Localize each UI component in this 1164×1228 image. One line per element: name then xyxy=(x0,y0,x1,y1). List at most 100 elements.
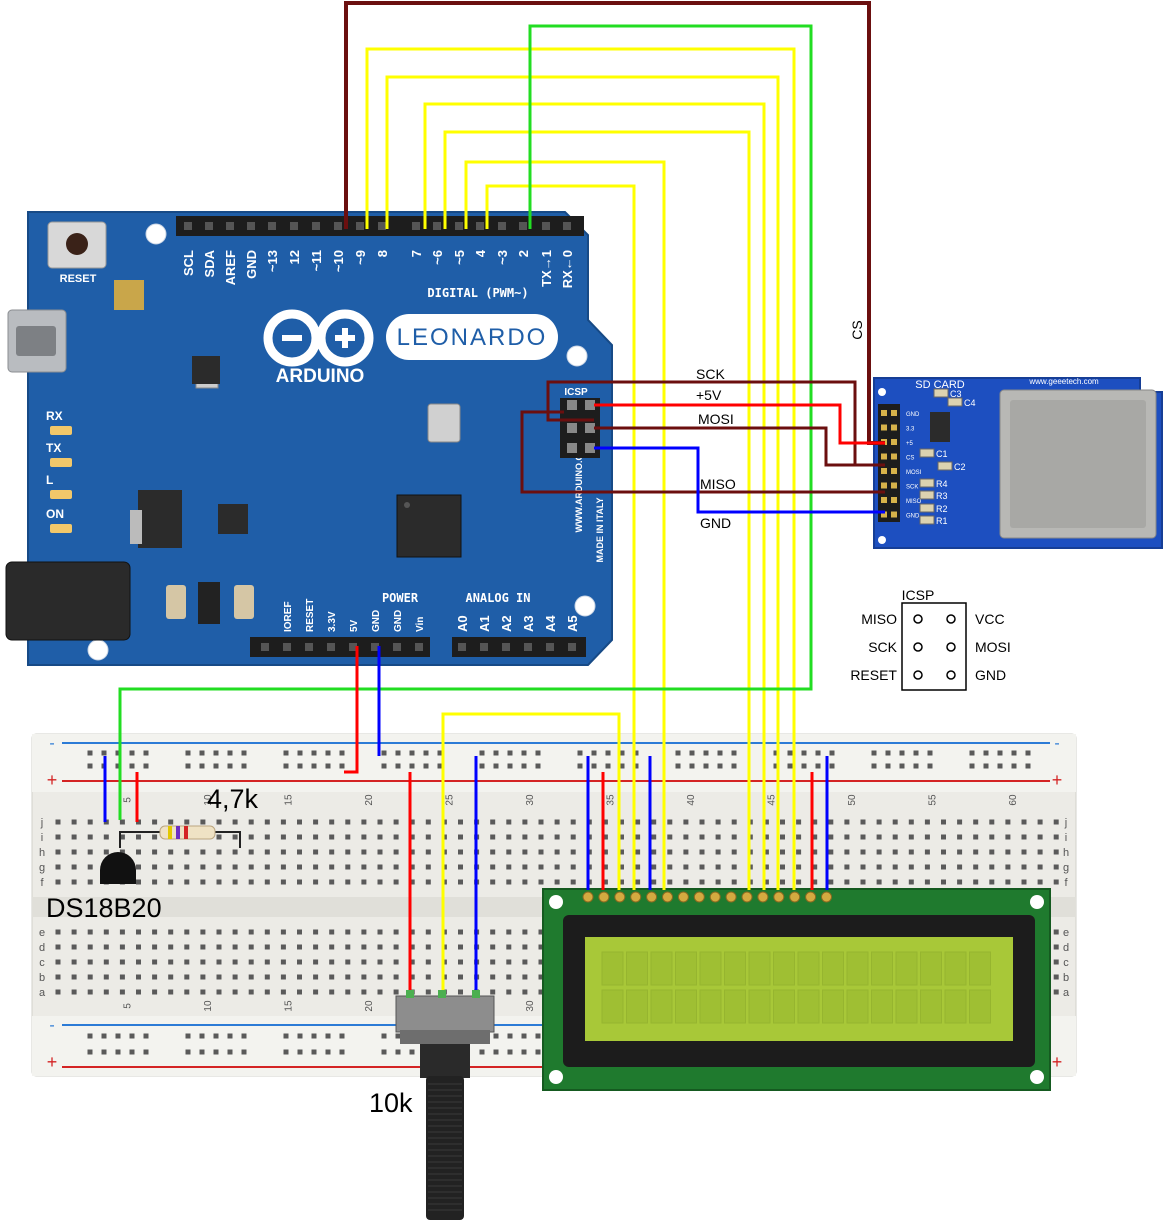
icsp-diagram-pin xyxy=(946,642,956,652)
breadboard-rail-hole xyxy=(325,1033,331,1039)
icsp-header-pins xyxy=(567,400,595,453)
breadboard-hole xyxy=(329,864,335,870)
breadboard-hole xyxy=(103,929,109,935)
breadboard-hole xyxy=(1037,879,1043,885)
breadboard-hole xyxy=(957,819,963,825)
breadboard-hole xyxy=(780,834,785,840)
website-label: WWW.ARDUINO.CC xyxy=(574,447,584,532)
lcd-mount-hole xyxy=(1030,1070,1044,1084)
breadboard-hole xyxy=(264,929,270,935)
breadboard-hole xyxy=(667,879,673,885)
breadboard-hole xyxy=(184,944,190,950)
breadboard-rail-hole xyxy=(815,750,821,756)
digital-pin-hole xyxy=(519,222,527,230)
breadboard-rail-hole xyxy=(423,750,429,756)
breadboard-hole xyxy=(119,834,125,840)
breadboard-hole xyxy=(828,849,834,855)
icsp-header-label: ICSP xyxy=(564,387,588,398)
breadboard-hole xyxy=(377,929,383,935)
breadboard-hole xyxy=(1005,834,1011,840)
breadboard-hole xyxy=(941,834,946,840)
breadboard-hole xyxy=(506,944,512,950)
led xyxy=(50,426,72,435)
breadboard-hole xyxy=(1053,819,1059,825)
breadboard-hole xyxy=(908,864,914,870)
breadboard-hole xyxy=(136,959,141,965)
wire-lcd-d xyxy=(385,75,780,890)
breadboard-hole xyxy=(409,864,415,870)
breadboard-rail-hole xyxy=(87,750,93,756)
breadboard-hole xyxy=(490,879,496,885)
breadboard-hole xyxy=(973,834,979,840)
column-number-bottom: 10 xyxy=(203,1000,214,1012)
breadboard-hole xyxy=(876,879,882,885)
lcd-cell xyxy=(920,951,942,986)
wire-miso xyxy=(520,410,885,494)
breadboard-hole xyxy=(425,989,431,995)
breadboard-rail-hole xyxy=(129,763,135,769)
breadboard-hole xyxy=(393,849,399,855)
breadboard-hole xyxy=(1005,864,1011,870)
breadboard-rail-hole xyxy=(731,763,737,769)
breadboard-hole xyxy=(957,864,963,870)
breadboard-hole xyxy=(103,974,109,980)
breadboard-hole xyxy=(313,879,319,885)
breadboard-hole xyxy=(490,929,496,935)
breadboard-rail-hole xyxy=(1025,750,1031,756)
breadboard-hole xyxy=(313,959,319,965)
breadboard-hole xyxy=(87,959,93,965)
breadboard-hole xyxy=(667,864,673,870)
breadboard-hole xyxy=(1021,879,1027,885)
breadboard-hole xyxy=(297,959,302,965)
lcd-cell xyxy=(871,989,893,1024)
wire-lcd-d xyxy=(365,47,796,890)
sd-pin-label: 3.3 xyxy=(906,427,915,433)
breadboard-rail-hole xyxy=(773,763,779,769)
label-cs: CS xyxy=(849,320,865,339)
led-label: L xyxy=(46,473,53,487)
breadboard-rail-hole xyxy=(381,750,387,756)
breadboard-rail-hole xyxy=(591,763,597,769)
breadboard-rail-hole xyxy=(829,750,835,756)
breadboard-hole xyxy=(87,944,93,950)
breadboard-rail-hole xyxy=(87,763,93,769)
row-letter-right: d xyxy=(1063,942,1069,954)
breadboard-hole xyxy=(313,834,319,840)
breadboard-hole xyxy=(345,929,351,935)
potentiometer[interactable] xyxy=(395,990,495,1220)
lcd-cell xyxy=(626,989,648,1024)
breadboard-hole xyxy=(200,959,206,965)
sd-pin-left xyxy=(881,468,887,474)
sensor-label: DS18B20 xyxy=(46,893,162,923)
breadboard-hole xyxy=(264,879,270,885)
breadboard-hole xyxy=(570,819,576,825)
pot-shaft[interactable] xyxy=(426,1076,464,1220)
breadboard-hole xyxy=(812,849,818,855)
sd-regulator xyxy=(930,412,950,442)
breadboard-hole xyxy=(425,929,431,935)
dc-power-jack[interactable] xyxy=(5,561,131,641)
wire-5v xyxy=(344,646,359,774)
lcd-cell xyxy=(944,989,967,1024)
column-number-bottom: 20 xyxy=(364,1000,375,1012)
lcd-cell xyxy=(846,951,869,986)
digital-pin-label: SDA xyxy=(202,249,217,277)
breadboard-rail-hole xyxy=(535,1033,541,1039)
breadboard-hole xyxy=(941,849,946,855)
breadboard-hole xyxy=(1037,819,1043,825)
row-letter-left: d xyxy=(39,942,45,954)
breadboard-hole xyxy=(103,959,109,965)
breadboard-hole xyxy=(490,864,496,870)
model-badge xyxy=(386,314,558,360)
breadboard-rail-hole xyxy=(395,750,401,756)
breadboard-hole xyxy=(200,989,206,995)
sd-pin-right xyxy=(891,410,897,416)
breadboard-hole xyxy=(780,849,785,855)
digital-pin-label: ~9 xyxy=(353,250,368,265)
sd-pin-left xyxy=(881,424,887,431)
breadboard-rail-hole xyxy=(129,1033,135,1039)
resistor-4k7 xyxy=(119,825,241,848)
breadboard-hole xyxy=(651,879,657,885)
breadboard-hole xyxy=(1021,864,1027,870)
breadboard-hole xyxy=(152,929,158,935)
